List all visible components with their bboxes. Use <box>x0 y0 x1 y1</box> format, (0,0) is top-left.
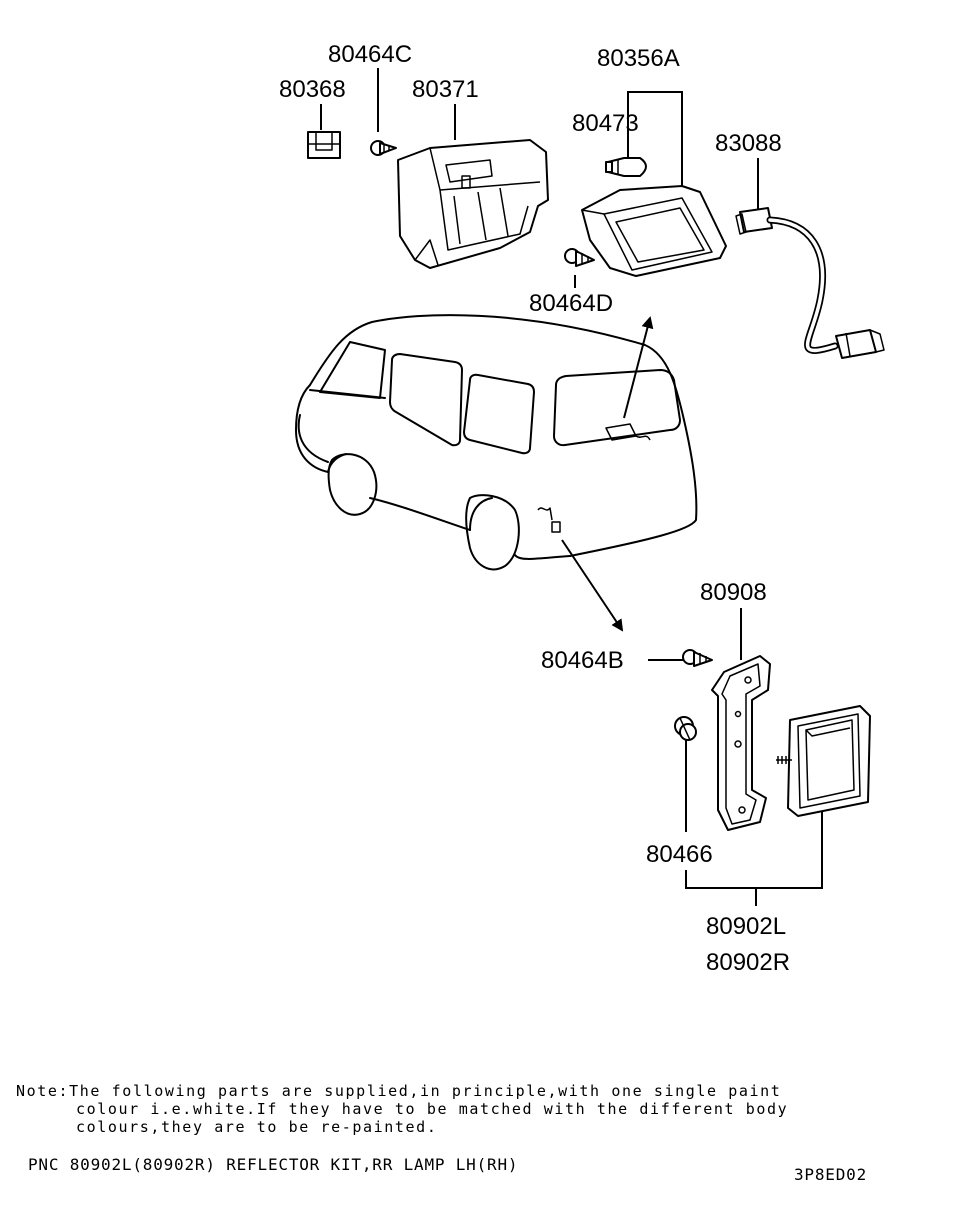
leader-lines <box>320 68 823 906</box>
label-80908: 80908 <box>700 579 767 606</box>
clip-80466 <box>674 716 697 741</box>
label-80902r: 80902R <box>706 949 790 976</box>
bracket-80908 <box>711 655 771 831</box>
housing-80371 <box>397 139 549 269</box>
label-80371: 80371 <box>412 76 479 103</box>
bulb-80473 <box>605 157 647 177</box>
note-line-1: Note:The following parts are supplied,in… <box>16 1082 781 1100</box>
reflector-80902l <box>776 705 871 817</box>
screw-80464b <box>682 649 713 667</box>
label-80464d: 80464D <box>529 290 613 317</box>
label-80902l: 80902L <box>706 913 786 940</box>
van-illustration <box>295 314 698 571</box>
lamp-80356a <box>581 185 727 277</box>
screw-80464c <box>370 140 397 156</box>
screw-80464d <box>564 248 595 267</box>
label-80464c: 80464C <box>328 41 412 68</box>
direction-arrows <box>561 316 654 632</box>
label-80356a: 80356A <box>597 45 680 72</box>
label-80466: 80466 <box>646 841 713 868</box>
note-line-2: colour i.e.white.If they have to be matc… <box>76 1100 788 1118</box>
pnc-description: PNC 80902L(80902R) REFLECTOR KIT,RR LAMP… <box>28 1155 518 1174</box>
label-80464b: 80464B <box>541 647 624 674</box>
clip-80368 <box>307 131 341 159</box>
label-83088: 83088 <box>715 130 782 157</box>
harness-83088 <box>735 207 885 359</box>
diagram-code: 3P8ED02 <box>794 1165 867 1184</box>
note-line-3: colours,they are to be re-painted. <box>76 1118 437 1136</box>
label-80368: 80368 <box>279 76 346 103</box>
